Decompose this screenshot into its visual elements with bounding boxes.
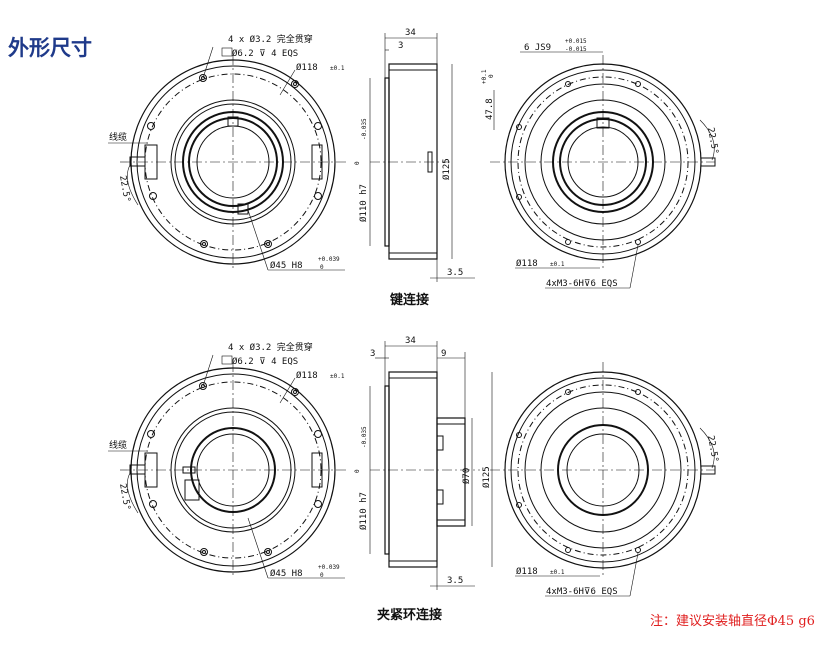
clamp-front-view [108, 354, 346, 579]
key-rear-view [490, 51, 716, 289]
top-spigot-tol-lower: -0.035 [361, 118, 368, 140]
bottom-pcd-label: Ø118 [296, 370, 318, 381]
bottom-threads-label: 4xM3-6H⊽6 EQS [546, 587, 618, 597]
bottom-counterbore-label: Ø6.2 ⊽ 4 EQS [232, 356, 298, 367]
top-pcd-label: Ø118 [296, 62, 318, 73]
page-title: 外形尺寸 [8, 36, 92, 60]
top-flange-label: 3 [398, 41, 403, 51]
top-rear-angle: 22.5° [705, 127, 720, 155]
caption-clamp: 夹紧环连接 [377, 608, 443, 623]
bottom-spigot-label: Ø110 h7 [358, 492, 369, 530]
top-key-depth-tol-upper: +0.1 [481, 69, 488, 84]
bottom-step-label: 3.5 [447, 576, 463, 586]
caption-key: 键连接 [390, 293, 430, 308]
key-side-view [369, 33, 475, 282]
top-spigot-label: Ø110 h7 [358, 184, 369, 222]
bottom-rear-pcd-label: Ø118 [516, 566, 538, 577]
top-holes-label: 4 x Ø3.2 完全贯穿 [228, 33, 313, 45]
top-bore-label: Ø45 H8 [270, 260, 303, 271]
clamp-rear-view [490, 362, 716, 597]
bottom-pcd-tol: ±0.1 [330, 373, 345, 380]
bottom-outer-label: Ø125 [481, 466, 492, 488]
top-keyway-tol-lower: -0.015 [565, 46, 587, 53]
top-outer-label: Ø125 [441, 158, 452, 180]
top-cable-label: 线缆 [109, 131, 127, 143]
top-rear-pcd-label: Ø118 [516, 258, 538, 269]
key-front-view [108, 46, 346, 271]
top-bore-tol-upper: +0.039 [318, 256, 340, 263]
install-note: 注：建议安装轴直径Φ45 g6 [650, 614, 815, 629]
top-pcd-tol: ±0.1 [330, 65, 345, 72]
bottom-rear-pcd-tol: ±0.1 [550, 569, 565, 576]
bottom-flange-label: 3 [370, 349, 375, 359]
bottom-spigot-tol-lower: -0.035 [361, 426, 368, 448]
bottom-length-label: 34 [405, 336, 416, 346]
top-front-angle: 22.5° [117, 175, 132, 203]
top-key-depth-tol-lower: 0 [488, 74, 495, 78]
bottom-bore-tol-upper: +0.039 [318, 564, 340, 571]
clamp-side-view [369, 341, 493, 590]
bottom-rear-angle: 22.5° [705, 435, 720, 463]
top-bore-tol-lower: 0 [320, 264, 324, 271]
bottom-bore-tol-lower: 0 [320, 572, 324, 579]
top-threads-label: 4xM3-6H⊽6 EQS [546, 279, 618, 289]
bottom-cable-label: 线缆 [109, 439, 127, 451]
bottom-spigot-tol-upper: 0 [354, 469, 361, 473]
top-counterbore-label: Ø6.2 ⊽ 4 EQS [232, 48, 298, 59]
top-step-label: 3.5 [447, 268, 463, 278]
top-keyway-tol-upper: +0.015 [565, 38, 587, 45]
bottom-bore-label: Ø45 H8 [270, 568, 303, 579]
bottom-front-angle: 22.5° [117, 483, 132, 511]
top-spigot-tol-upper: 0 [354, 161, 361, 165]
top-key-depth-label: 47.8 [485, 98, 495, 120]
bottom-clamp-len-label: 9 [441, 349, 446, 359]
top-rear-pcd-tol: ±0.1 [550, 261, 565, 268]
bottom-clamp-dia-label: Ø70 [461, 468, 472, 484]
top-length-label: 34 [405, 28, 416, 38]
top-keyway-label: 6 JS9 [524, 43, 551, 53]
bottom-holes-label: 4 x Ø3.2 完全贯穿 [228, 341, 313, 353]
